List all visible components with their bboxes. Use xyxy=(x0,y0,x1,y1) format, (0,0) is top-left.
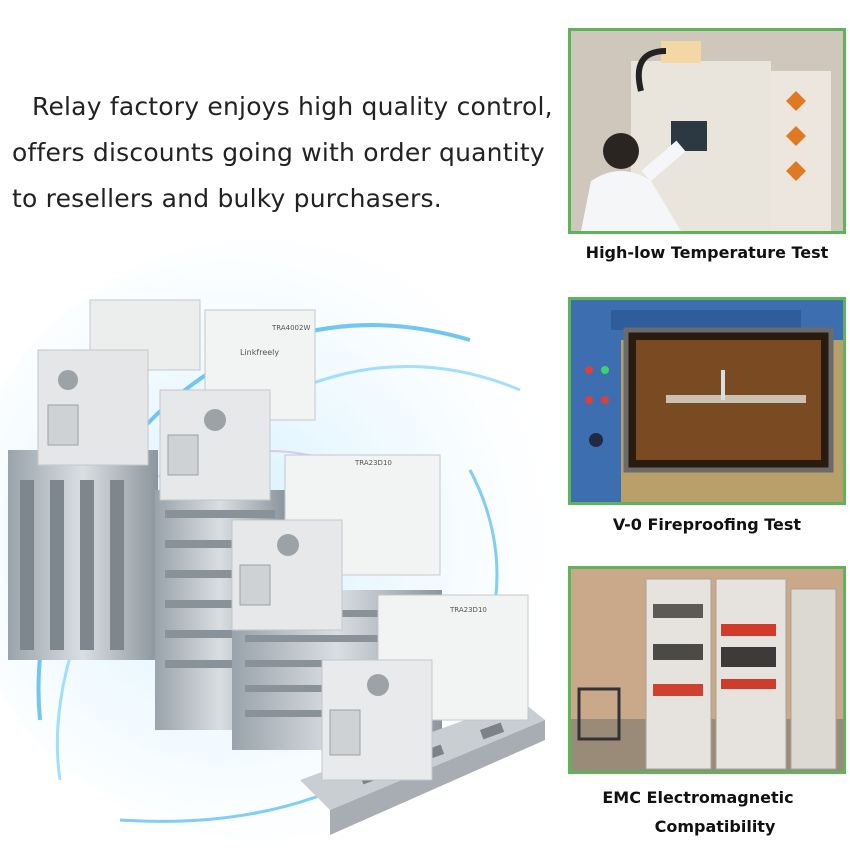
relay-model-label-2: TRA23D10 xyxy=(354,459,392,467)
caption-fireproofing-test: V-0 Fireproofing Test xyxy=(612,515,802,534)
relay-product-illustration: Linkfreely TRA4002W TRA23D10 TRA23D10 xyxy=(0,240,560,840)
relay-module-2: Linkfreely TRA4002W xyxy=(159,309,316,501)
fireproofing-test-photo xyxy=(568,297,846,505)
intro-line-1: Relay factory enjoys high quality contro… xyxy=(32,92,553,121)
intro-line-2: offers discounts going with order quanti… xyxy=(12,138,545,167)
intro-text: Relay factory enjoys high quality contro… xyxy=(12,84,572,222)
temperature-test-photo xyxy=(568,28,846,234)
relay-model-label-3: TRA23D10 xyxy=(449,606,487,614)
relay-brand-label: Linkfreely xyxy=(240,348,279,357)
relay-model-label-1: TRA4002W xyxy=(271,324,310,332)
relay-module-1 xyxy=(37,299,201,466)
caption-emc-line-1: EMC Electromagnetic xyxy=(602,788,794,807)
caption-emc-line-2: Compatibility xyxy=(654,817,776,836)
relay-module-4: TRA23D10 xyxy=(321,594,529,781)
emc-test-photo xyxy=(568,566,846,774)
relay-module-3: TRA23D10 xyxy=(231,454,441,631)
intro-line-3: to resellers and bulky purchasers. xyxy=(12,184,442,213)
heatsink-large xyxy=(8,450,158,660)
caption-temperature-test: High-low Temperature Test xyxy=(585,243,829,262)
